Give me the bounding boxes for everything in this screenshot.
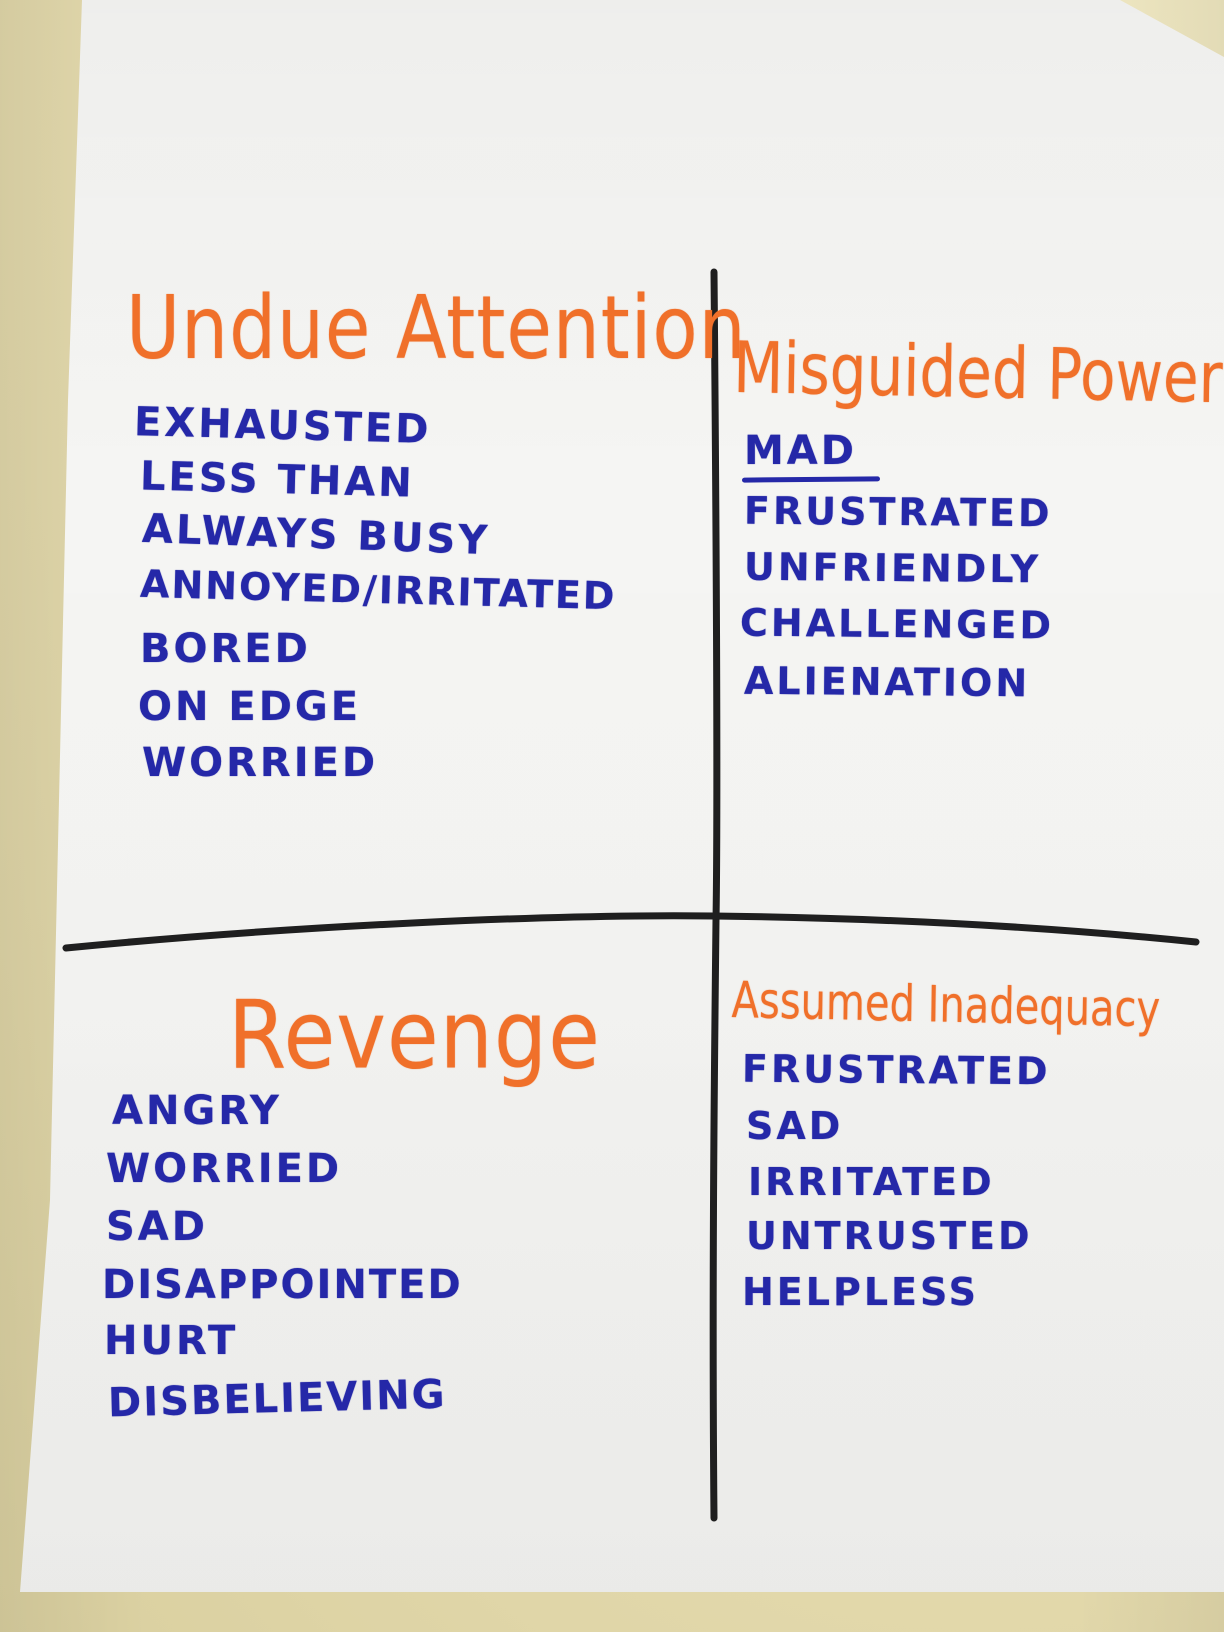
item-unfriendly: UNFRIENDLY bbox=[743, 544, 1042, 592]
item-helpless: HELPLESS bbox=[742, 1270, 980, 1314]
vertical-divider bbox=[709, 268, 721, 1522]
chart-paper bbox=[20, 0, 1224, 1592]
heading-misguided-power: Misguided Power bbox=[732, 326, 1224, 420]
item-challenged: CHALLENGED bbox=[739, 600, 1055, 648]
heading-undue-attention: Undue Attention bbox=[126, 278, 747, 380]
paper-shading bbox=[20, 0, 1224, 1592]
item-untrusted: UNTRUSTED bbox=[746, 1214, 1033, 1258]
item-worried-1: WORRIED bbox=[142, 740, 379, 786]
item-frustrated-2: FRUSTRATED bbox=[741, 1046, 1051, 1094]
item-sad-2: SAD bbox=[746, 1104, 844, 1148]
item-bored: BORED bbox=[140, 626, 311, 672]
heading-assumed-inadequacy: Assumed Inadequacy bbox=[731, 972, 1161, 1039]
item-angry: ANGRY bbox=[112, 1088, 282, 1134]
item-disappointed: DISAPPOINTED bbox=[102, 1262, 463, 1308]
item-on-edge: ON EDGE bbox=[138, 684, 362, 730]
item-worried-2: WORRIED bbox=[106, 1146, 343, 1192]
item-sad-1: SAD bbox=[106, 1204, 208, 1250]
item-irritated: IRRITATED bbox=[748, 1160, 995, 1204]
item-disbelieving: DISBELIEVING bbox=[107, 1371, 448, 1427]
item-alienation: ALIENATION bbox=[743, 658, 1031, 706]
item-exhausted: EXHAUSTED bbox=[133, 399, 433, 453]
item-frustrated-1: FRUSTRATED bbox=[743, 488, 1053, 536]
item-mad: MAD bbox=[744, 428, 857, 474]
item-hurt: HURT bbox=[104, 1318, 239, 1364]
item-less-than: LESS THAN bbox=[139, 453, 416, 507]
heading-revenge: Revenge bbox=[228, 980, 601, 1090]
horizontal-divider bbox=[62, 912, 1200, 952]
